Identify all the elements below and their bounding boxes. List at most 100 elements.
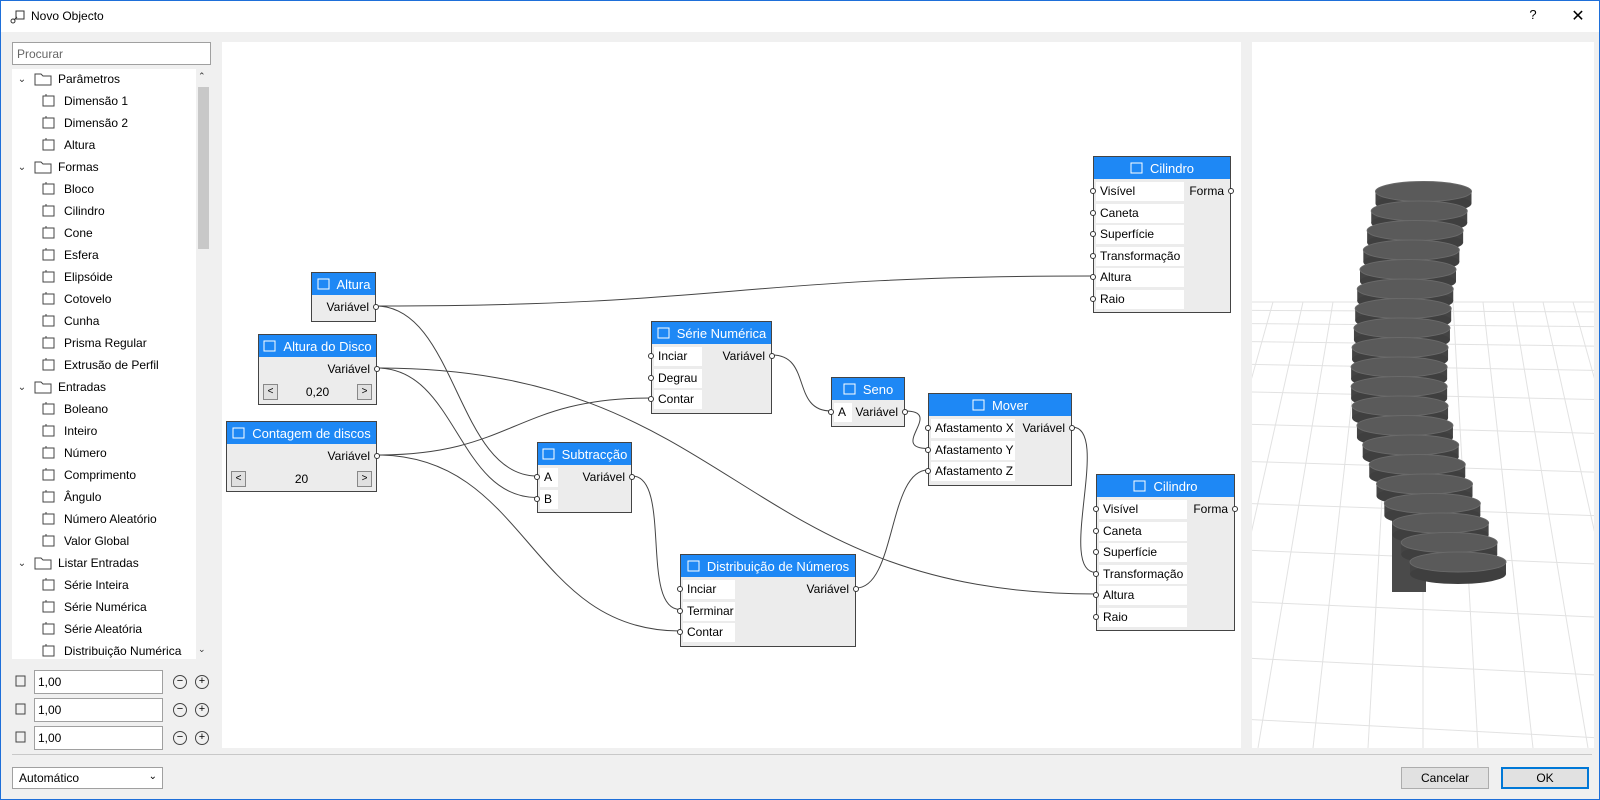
output-port[interactable]: Forma — [1172, 500, 1232, 519]
input-connector-icon[interactable] — [1090, 274, 1096, 280]
input-connector-icon[interactable] — [1090, 209, 1096, 216]
input-port[interactable]: Inciar — [683, 580, 735, 599]
output-port[interactable]: Variável — [842, 403, 902, 422]
input-connector-icon[interactable] — [648, 374, 654, 381]
expand-chevron-icon[interactable]: ⌄ — [17, 557, 27, 569]
tree-item[interactable]: Série Inteira — [40, 575, 129, 595]
tree-item[interactable]: Altura — [40, 135, 95, 155]
decrease-icon[interactable]: − — [173, 675, 187, 689]
input-connector-icon[interactable] — [1093, 592, 1099, 598]
3d-preview[interactable] — [1252, 42, 1594, 748]
tree-item[interactable]: Distribuição Numérica — [40, 641, 181, 659]
node-header[interactable]: Série Numérica — [652, 322, 771, 344]
close-button[interactable]: ✕ — [1571, 8, 1585, 25]
tree-item[interactable]: Cunha — [40, 311, 99, 331]
input-port[interactable]: Transformação — [1096, 246, 1184, 266]
output-port[interactable]: Variável — [793, 580, 853, 599]
tree-category[interactable]: ⌄Parâmetros — [16, 69, 120, 89]
input-connector-icon[interactable] — [1093, 570, 1099, 577]
scroll-up-icon[interactable]: ⌃ — [198, 71, 206, 81]
tree-item[interactable]: Boleano — [40, 399, 108, 419]
scrollbar-thumb[interactable] — [198, 87, 209, 249]
tree-item[interactable]: Comprimento — [40, 465, 136, 485]
tree-item[interactable]: Cilindro — [40, 201, 105, 221]
input-connector-icon[interactable] — [677, 586, 683, 592]
output-connector-icon[interactable] — [374, 366, 380, 372]
node-header[interactable]: Distribuição de Números — [681, 555, 855, 577]
input-connector-icon[interactable] — [648, 396, 654, 402]
output-connector-icon[interactable] — [1069, 425, 1075, 431]
input-connector-icon[interactable] — [925, 446, 931, 453]
output-port[interactable]: Forma — [1168, 182, 1228, 201]
input-port[interactable]: Raio — [1099, 607, 1187, 627]
increase-icon[interactable]: + — [195, 703, 209, 717]
tree-category[interactable]: ⌄Formas — [16, 157, 99, 177]
input-port[interactable]: Degrau — [654, 368, 702, 388]
output-port[interactable]: Variável — [313, 298, 373, 317]
node-header[interactable]: Cilindro — [1097, 475, 1234, 497]
dimension-input[interactable] — [34, 698, 163, 722]
input-port[interactable]: Terminar — [683, 601, 735, 621]
input-connector-icon[interactable] — [1093, 549, 1099, 555]
input-port[interactable]: Altura — [1096, 268, 1184, 287]
input-port[interactable]: Visível — [1099, 500, 1187, 519]
input-port[interactable]: Contar — [654, 390, 702, 409]
output-connector-icon[interactable] — [769, 353, 775, 359]
decrease-icon[interactable]: − — [173, 731, 187, 745]
tree-item[interactable]: Série Aleatória — [40, 619, 142, 639]
tree-category[interactable]: ⌄Listar Entradas — [16, 553, 139, 573]
tree-category[interactable]: ⌄Entradas — [16, 377, 106, 397]
input-connector-icon[interactable] — [677, 629, 683, 635]
scroll-down-icon[interactable]: ⌄ — [198, 644, 206, 654]
input-connector-icon[interactable] — [1093, 613, 1099, 620]
input-connector-icon[interactable] — [1090, 231, 1096, 237]
tree-item[interactable]: Cotovelo — [40, 289, 111, 309]
input-port[interactable]: Caneta — [1099, 521, 1187, 541]
increment-button[interactable]: > — [357, 384, 372, 400]
ok-button[interactable]: OK — [1501, 767, 1589, 789]
tree-item[interactable]: Esfera — [40, 245, 99, 265]
output-connector-icon[interactable] — [373, 304, 379, 310]
tree-item[interactable]: Número Aleatório — [40, 509, 157, 529]
input-connector-icon[interactable] — [1090, 252, 1096, 259]
input-connector-icon[interactable] — [925, 425, 931, 431]
input-port[interactable]: Superfície — [1099, 543, 1187, 562]
input-connector-icon[interactable] — [925, 468, 931, 474]
value-stepper[interactable]: <0,20> — [263, 382, 372, 402]
input-port[interactable]: Raio — [1096, 289, 1184, 309]
node-header[interactable]: Cilindro — [1094, 157, 1230, 179]
input-connector-icon[interactable] — [828, 409, 834, 415]
output-port[interactable]: Variável — [1009, 419, 1069, 438]
tree-item[interactable]: Prisma Regular — [40, 333, 147, 353]
input-port[interactable]: Afastamento Y — [931, 440, 1015, 460]
input-connector-icon[interactable] — [534, 474, 540, 480]
tree-item[interactable]: Ângulo — [40, 487, 101, 507]
tree-item[interactable]: Dimensão 1 — [40, 91, 128, 111]
dimension-input[interactable] — [34, 726, 163, 750]
node-header[interactable]: Subtracção — [538, 443, 631, 465]
input-connector-icon[interactable] — [677, 607, 683, 614]
input-port[interactable]: Visível — [1096, 182, 1184, 201]
expand-chevron-icon[interactable]: ⌄ — [17, 161, 27, 173]
tree-item[interactable]: Dimensão 2 — [40, 113, 128, 133]
tree-item[interactable]: Bloco — [40, 179, 94, 199]
input-port[interactable]: A — [540, 468, 558, 487]
output-connector-icon[interactable] — [853, 586, 859, 592]
decrement-button[interactable]: < — [231, 471, 246, 487]
input-port[interactable]: B — [540, 489, 558, 509]
decrement-button[interactable]: < — [263, 384, 278, 400]
tree-item[interactable]: Cone — [40, 223, 93, 243]
input-port[interactable]: Transformação — [1099, 564, 1187, 584]
tree-item[interactable]: Inteiro — [40, 421, 97, 441]
input-port[interactable]: Caneta — [1096, 203, 1184, 223]
output-port[interactable]: Variável — [709, 347, 769, 366]
output-connector-icon[interactable] — [1232, 506, 1238, 512]
increment-button[interactable]: > — [357, 471, 372, 487]
